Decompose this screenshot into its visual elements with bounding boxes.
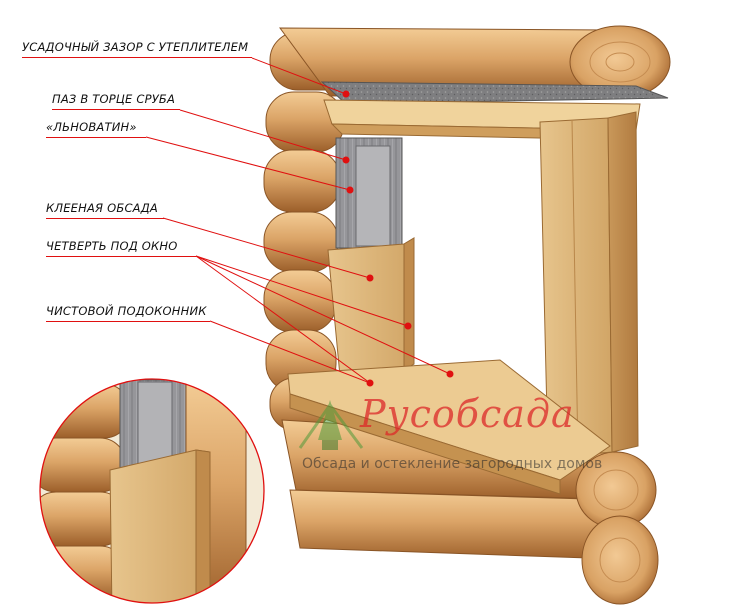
label-lnovatin: «ЛЬНОВАТИН» (46, 120, 137, 134)
detail-zoom (39, 378, 265, 604)
label-underline (46, 218, 164, 219)
label-glued-casing: КЛЕЕНАЯ ОБСАДА (46, 201, 158, 215)
callout-dots (342, 90, 454, 387)
watermark-logo-letter: Р (360, 392, 387, 436)
label-shrinkage-gap: УСАДОЧНЫЙ ЗАЗОР С УТЕПЛИТЕЛЕМ (22, 40, 249, 54)
callout-dot-quarter-1 (404, 322, 412, 330)
label-underline (46, 321, 210, 322)
callout-lines (145, 57, 451, 384)
callout-dot-quarter-2 (446, 370, 454, 378)
casing-left-jamb (327, 237, 415, 379)
label-windowsill: ЧИСТОВОЙ ПОДОКОННИК (46, 304, 207, 318)
label-underline (52, 109, 180, 110)
watermark-title: Русобсада (360, 392, 575, 436)
window-casing (287, 99, 641, 495)
label-underline (22, 57, 252, 58)
label-groove: ПАЗ В ТОРЦЕ СРУБА (52, 92, 176, 106)
label-underline (46, 256, 196, 257)
label-window-quarter: ЧЕТВЕРТЬ ПОД ОКНО (46, 239, 178, 253)
callout-dot-lnovatin (346, 186, 354, 194)
top-log (279, 25, 671, 99)
label-underline (46, 137, 146, 138)
callout-dot-sill (366, 379, 374, 387)
callout-dot-groove (342, 156, 350, 164)
insulation-strip (320, 81, 669, 105)
windowsill (287, 359, 611, 481)
callout-dot-casing (366, 274, 374, 282)
watermark-logo-icon (298, 400, 364, 450)
watermark-subtitle: Обсада и остекление загородных домов (302, 456, 603, 472)
callout-dot-insulation (342, 90, 350, 98)
watermark-title-text: усобсада (386, 392, 575, 436)
